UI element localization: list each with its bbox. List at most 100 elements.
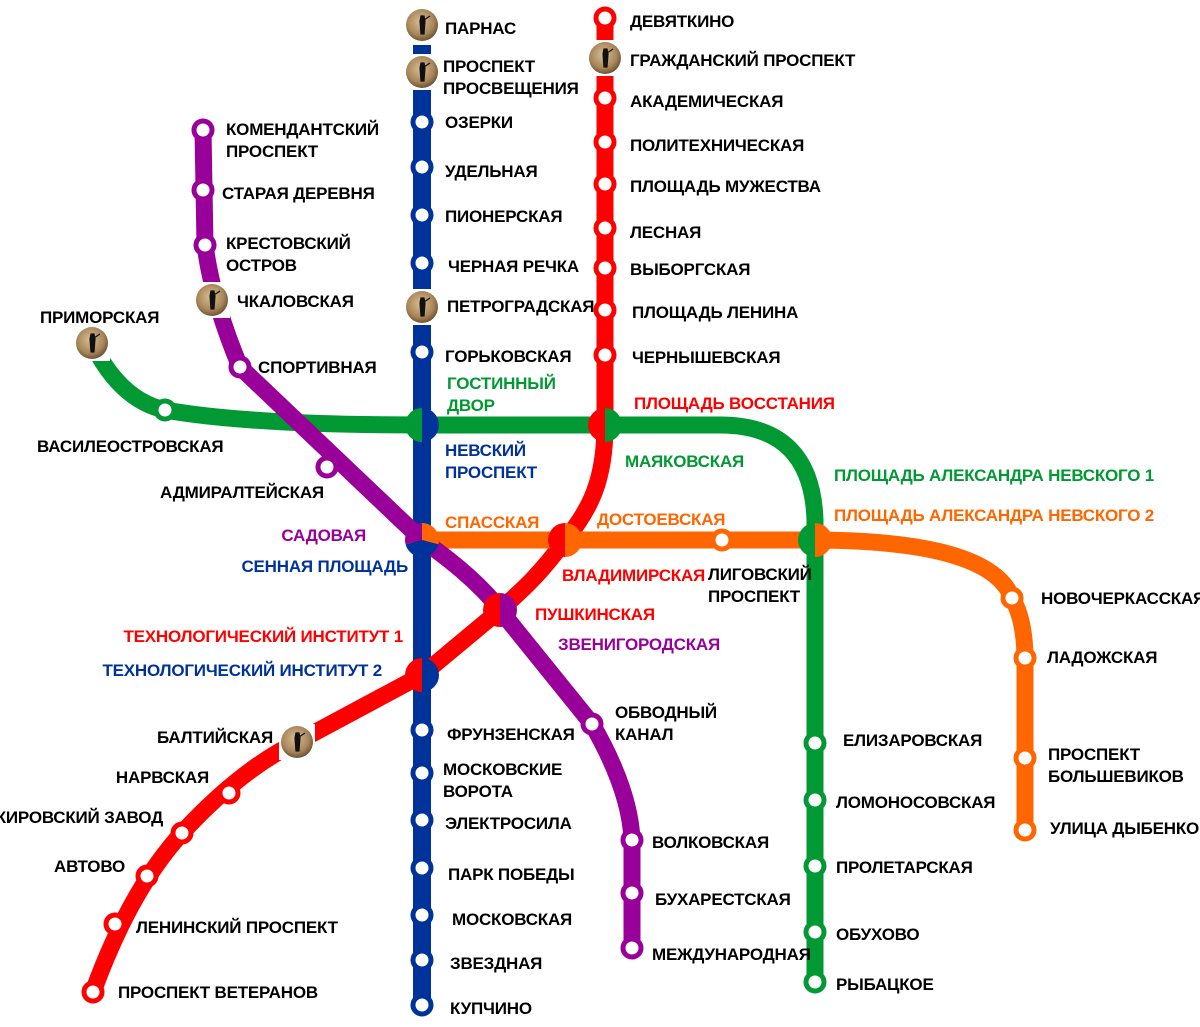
station-label[interactable]: ГРАЖДАНСКИЙ ПРОСПЕКТ — [630, 51, 856, 70]
station-label[interactable]: ТЕХНОЛОГИЧЕСКИЙ ИНСТИТУТ 1 — [123, 627, 403, 646]
station-marker[interactable] — [217, 781, 241, 805]
station-label[interactable]: АКАДЕМИЧЕСКАЯ — [630, 92, 783, 111]
station-label[interactable]: КИРОВСКИЙ ЗАВОД — [0, 808, 163, 827]
station-label[interactable]: ДЕВЯТКИНО — [630, 12, 734, 31]
station-marker[interactable] — [191, 178, 215, 202]
station-label[interactable]: ЧЕРНАЯ РЕЧКА — [448, 257, 579, 276]
station-marker[interactable] — [593, 172, 617, 196]
station-label[interactable]: ПУШКИНСКАЯ — [535, 605, 655, 624]
transfer-node-sennaya-sadovaya-spasskaya[interactable] — [404, 523, 439, 558]
station-label[interactable]: ЗВЕЗДНАЯ — [450, 954, 542, 973]
station-label[interactable]: АВТОВО — [54, 857, 125, 876]
station-marker[interactable] — [81, 980, 105, 1004]
station-label[interactable]: ПРОСПЕКТ ВЕТЕРАНОВ — [118, 983, 318, 1002]
station-photo-icon[interactable] — [404, 54, 440, 90]
station-label[interactable]: ЧКАЛОВСКАЯ — [237, 292, 354, 311]
station-label[interactable]: МАЯКОВСКАЯ — [625, 452, 744, 471]
station-label[interactable]: ПЛОЩАДЬ МУЖЕСТВА — [630, 177, 821, 196]
station-marker[interactable] — [593, 216, 617, 240]
station-label[interactable]: ВАСИЛЕОСТРОВСКАЯ — [37, 437, 224, 456]
station-marker[interactable] — [410, 110, 434, 134]
station-marker[interactable] — [153, 398, 177, 422]
station-marker[interactable] — [410, 993, 434, 1017]
station-label[interactable]: ПЛОЩАДЬ АЛЕКСАНДРА НЕВСКОГО 2 — [834, 506, 1154, 525]
station-marker[interactable] — [593, 6, 617, 30]
station-label[interactable]: ФРУНЗЕНСКАЯ — [447, 725, 575, 744]
station-marker[interactable] — [410, 155, 434, 179]
station-label[interactable]: НОВОЧЕРКАССКАЯ — [1041, 589, 1200, 608]
station-photo-icon[interactable] — [404, 7, 440, 43]
station-marker[interactable] — [710, 528, 734, 552]
station-label[interactable]: ПОЛИТЕХНИЧЕСКАЯ — [630, 136, 804, 155]
transfer-node-pushkinskaya-zvenigorodskaya[interactable] — [483, 593, 517, 627]
station-marker[interactable] — [803, 920, 827, 944]
station-label[interactable]: КУПЧИНО — [450, 999, 532, 1018]
station-marker[interactable] — [593, 256, 617, 280]
station-label[interactable]: ПЛОЩАДЬ ВОССТАНИЯ — [634, 394, 835, 413]
station-label[interactable]: МЕЖДУНАРОДНАЯ — [652, 945, 811, 964]
station-label[interactable]: РЫБАЦКОЕ — [836, 975, 934, 994]
station-label[interactable]: ПЕТРОГРАДСКАЯ — [447, 297, 595, 316]
station-marker[interactable] — [191, 118, 215, 142]
station-marker[interactable] — [593, 130, 617, 154]
station-marker[interactable] — [410, 761, 434, 785]
transfer-node-vladimirskaya-dostoevskaya[interactable] — [548, 523, 582, 557]
station-label[interactable]: ЕЛИЗАРОВСКАЯ — [843, 731, 982, 750]
station-marker[interactable] — [193, 233, 217, 257]
station-label[interactable]: ПЛОЩАДЬ АЛЕКСАНДРА НЕВСКОГО 1 — [834, 466, 1154, 485]
station-label[interactable]: ГОРЬКОВСКАЯ — [445, 347, 572, 366]
station-marker[interactable] — [593, 343, 617, 367]
station-label[interactable]: ПРОЛЕТАРСКАЯ — [836, 858, 973, 877]
station-photo-icon[interactable] — [587, 40, 623, 76]
station-label[interactable]: САДОВАЯ — [281, 526, 366, 545]
station-marker[interactable] — [410, 856, 434, 880]
station-label[interactable]: СЕННАЯ ПЛОЩАДЬ — [241, 557, 408, 576]
station-label[interactable]: СПОРТИВНАЯ — [258, 358, 377, 377]
station-marker[interactable] — [135, 864, 159, 888]
station-marker[interactable] — [410, 340, 434, 364]
station-marker[interactable] — [1000, 586, 1024, 610]
station-label[interactable]: ПРИМОРСКАЯ — [40, 308, 159, 327]
station-marker[interactable] — [410, 808, 434, 832]
station-label[interactable]: СПАССКАЯ — [445, 513, 539, 532]
transfer-node-tekhnologichesky-institut[interactable] — [405, 658, 439, 692]
station-label[interactable]: МОСКОВСКАЯ — [452, 910, 572, 929]
station-label[interactable]: ДОСТОЕВСКАЯ — [597, 510, 725, 529]
station-marker[interactable] — [410, 948, 434, 972]
station-label[interactable]: СТАРАЯ ДЕРЕВНЯ — [222, 184, 375, 203]
station-label[interactable]: ОЗЕРКИ — [445, 113, 513, 132]
transfer-node-ploshchad-vosstaniya-mayakovskaya[interactable] — [588, 408, 622, 442]
station-label[interactable]: ЛЕНИНСКИЙ ПРОСПЕКТ — [136, 918, 339, 937]
station-label[interactable]: ВОЛКОВСКАЯ — [652, 833, 769, 852]
station-marker[interactable] — [170, 821, 194, 845]
station-marker[interactable] — [1013, 646, 1037, 670]
station-label[interactable]: АДМИРАЛТЕЙСКАЯ — [160, 483, 324, 502]
station-label[interactable]: УДЕЛЬНАЯ — [445, 162, 538, 181]
station-marker[interactable] — [103, 912, 127, 936]
station-label[interactable]: ОБУХОВО — [836, 925, 920, 944]
station-label[interactable]: ВЫБОРГСКАЯ — [630, 260, 750, 279]
station-photo-icon[interactable] — [194, 282, 230, 318]
station-label[interactable]: ПЛОЩАДЬ ЛЕНИНА — [632, 303, 798, 322]
station-marker[interactable] — [620, 936, 644, 960]
station-marker[interactable] — [410, 203, 434, 227]
station-label[interactable]: БУХАРЕСТСКАЯ — [655, 890, 791, 909]
station-marker[interactable] — [620, 828, 644, 852]
station-label[interactable]: НАРВСКАЯ — [116, 768, 209, 787]
station-label[interactable]: ЛЕСНАЯ — [630, 223, 701, 242]
station-label[interactable]: ЛАДОЖСКАЯ — [1047, 648, 1157, 667]
station-marker[interactable] — [620, 881, 644, 905]
station-marker[interactable] — [1013, 818, 1037, 842]
station-marker[interactable] — [593, 298, 617, 322]
station-label[interactable]: ЗВЕНИГОРОДСКАЯ — [558, 635, 720, 654]
station-photo-icon[interactable] — [74, 325, 110, 361]
station-label[interactable]: ЛОМОНОСОВСКАЯ — [836, 793, 995, 812]
station-photo-icon[interactable] — [404, 289, 440, 325]
